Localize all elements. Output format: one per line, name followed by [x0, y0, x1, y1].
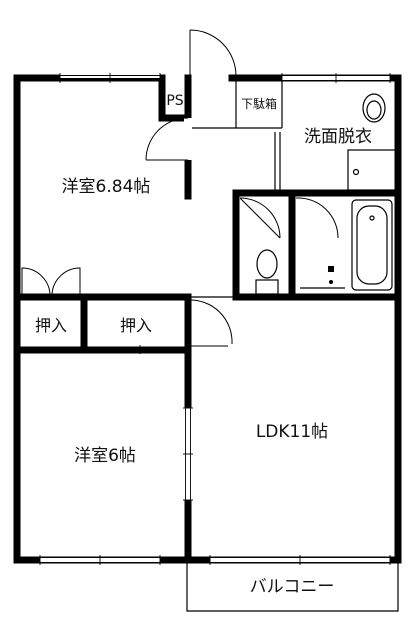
bathtub-icon [351, 199, 393, 291]
room-label-closet-2: 押入 [120, 316, 152, 335]
shower-icon [300, 266, 345, 289]
washbasin-icon [362, 93, 386, 123]
doors [21, 29, 339, 347]
thin-partitions [188, 78, 399, 298]
room-label-western-2: 洋室6帖 [74, 446, 136, 466]
interior-walls [13, 74, 402, 564]
room-label-western-1: 洋室6.84帖 [62, 177, 151, 197]
room-label-pipe-space: PS [166, 93, 183, 109]
room-label-ldk: LDK11帖 [256, 422, 328, 442]
room-label-closet-1: 押入 [35, 316, 67, 335]
toilet-icon [255, 249, 279, 295]
room-label-shoe-box: 下駄箱 [241, 96, 277, 111]
room-label-balcony: バルコニー [250, 577, 335, 597]
balcony-area [186, 560, 399, 612]
room-label-washroom: 洗面脱衣 [304, 127, 372, 147]
fixtures [255, 93, 393, 295]
room-labels: 洋室6.84帖 洋室6帖 LDK11帖 押入 押入 洗面脱衣 下駄箱 PS バル… [35, 93, 372, 597]
windows [39, 73, 391, 565]
exterior-walls [13, 74, 402, 564]
